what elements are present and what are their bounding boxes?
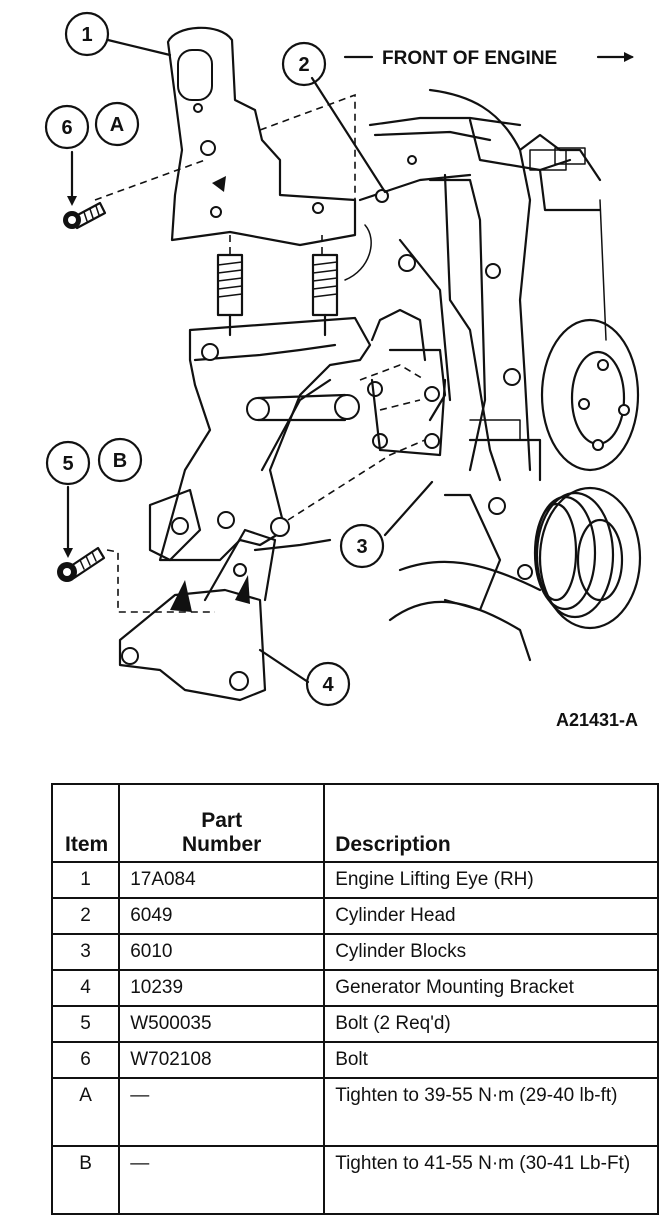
- row-item: A: [50, 1077, 121, 1147]
- bolt-item-5: [57, 546, 106, 582]
- svg-text:5: 5: [62, 453, 73, 475]
- leader-lines: [63, 38, 434, 684]
- svg-text:1: 1: [81, 24, 92, 46]
- cylinder-head-and-block: [358, 88, 642, 662]
- row-item: 3: [50, 933, 121, 971]
- table-row: 5 W500035 Bolt (2 Req'd): [50, 1005, 659, 1043]
- callout-6: 6: [44, 104, 90, 150]
- table-row: B — Tighten to 41-55 N·m (30-41 Lb-Ft): [50, 1145, 659, 1215]
- row-description: Bolt: [323, 1041, 659, 1079]
- table-row: A — Tighten to 39-55 N·m (29-40 lb-ft): [50, 1077, 659, 1147]
- row-description: Bolt (2 Req'd): [323, 1005, 659, 1043]
- row-item: 4: [50, 969, 121, 1007]
- callout-2: 2: [281, 41, 327, 87]
- generator-mounting-bracket: [118, 308, 447, 702]
- front-of-engine-label: FRONT OF ENGINE: [382, 48, 557, 69]
- callout-b: B: [97, 437, 143, 483]
- row-item: B: [50, 1145, 121, 1215]
- row-part-number: 10239: [118, 969, 326, 1007]
- row-item: 6: [50, 1041, 121, 1079]
- table-row: 2 6049 Cylinder Head: [50, 897, 659, 935]
- row-description: Cylinder Blocks: [323, 933, 659, 971]
- row-part-number: W500035: [118, 1005, 326, 1043]
- table-row: 4 10239 Generator Mounting Bracket: [50, 969, 659, 1007]
- row-part-number: 6049: [118, 897, 326, 935]
- svg-text:A: A: [110, 114, 124, 136]
- callout-5: 5: [45, 440, 91, 486]
- svg-text:B: B: [113, 450, 127, 472]
- header-item: Item: [50, 783, 121, 863]
- header-description: Description: [323, 783, 659, 863]
- callout-3: 3: [339, 523, 385, 569]
- figure-id: A21431-A: [556, 710, 638, 730]
- bolt-item-6: [63, 201, 107, 230]
- svg-text:4: 4: [322, 674, 334, 696]
- row-item: 1: [50, 861, 121, 899]
- row-description: Generator Mounting Bracket: [323, 969, 659, 1007]
- table-row: 3 6010 Cylinder Blocks: [50, 933, 659, 971]
- svg-text:3: 3: [356, 536, 367, 558]
- engine-lifting-eye: [166, 26, 357, 247]
- row-part-number: 6010: [118, 933, 326, 971]
- assembly-guide-lines: [94, 93, 426, 613]
- row-description: Tighten to 39-55 N·m (29-40 lb-ft): [323, 1077, 659, 1147]
- callout-4: 4: [305, 661, 351, 707]
- svg-text:2: 2: [298, 54, 309, 76]
- callout-1: 1: [64, 11, 110, 57]
- callout-a: A: [94, 101, 140, 147]
- row-part-number: W702108: [118, 1041, 326, 1079]
- row-description: Cylinder Head: [323, 897, 659, 935]
- row-part-number: —: [118, 1145, 326, 1215]
- table-row: 1 17A084 Engine Lifting Eye (RH): [50, 861, 659, 899]
- row-description: Engine Lifting Eye (RH): [323, 861, 659, 899]
- row-item: 5: [50, 1005, 121, 1043]
- row-description: Tighten to 41-55 N·m (30-41 Lb-Ft): [323, 1145, 659, 1215]
- table-row: 6 W702108 Bolt: [50, 1041, 659, 1079]
- row-part-number: 17A084: [118, 861, 326, 899]
- mounting-studs: [216, 253, 339, 337]
- svg-text:6: 6: [61, 117, 72, 139]
- front-of-engine-indicator: FRONT OF ENGINE: [343, 48, 634, 69]
- row-part-number: —: [118, 1077, 326, 1147]
- engine-bracket-diagram: FRONT OF ENGINE: [44, 11, 642, 730]
- row-item: 2: [50, 897, 121, 935]
